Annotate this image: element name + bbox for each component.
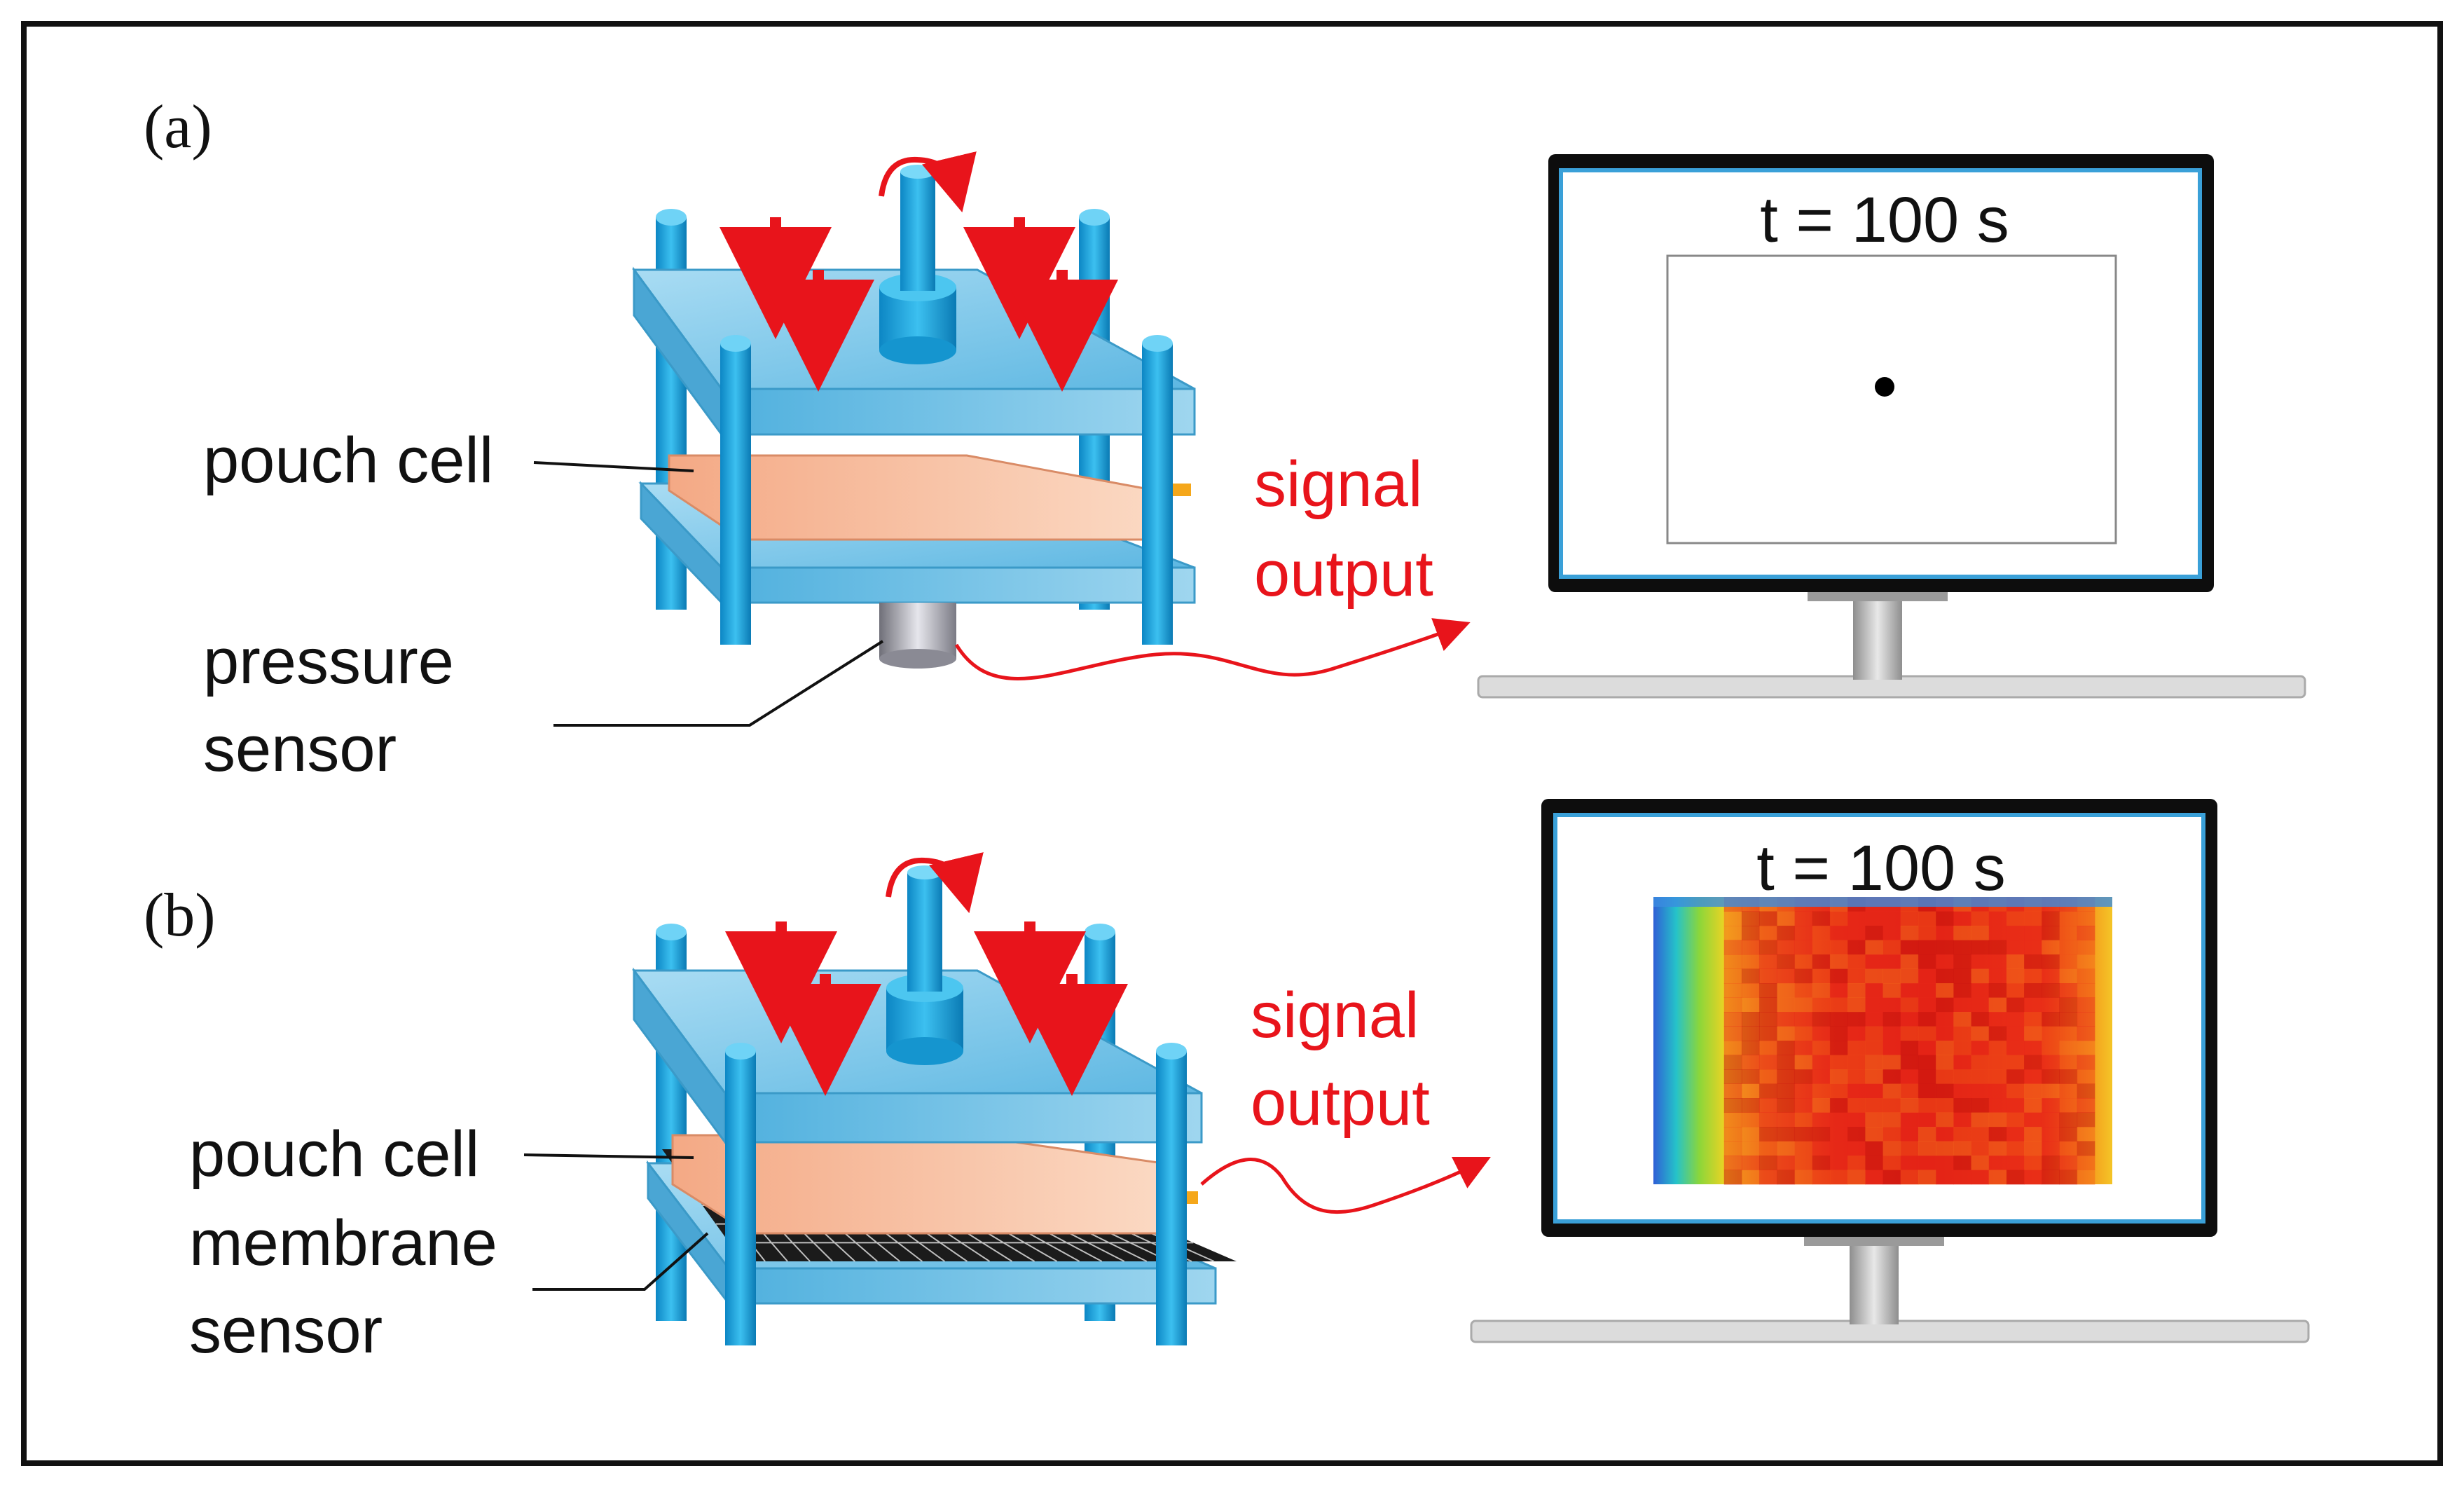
panel-a: (a) (144, 93, 2306, 785)
screw-shaft-top (900, 165, 935, 179)
sensor-label-b-line1: membrane (189, 1207, 497, 1279)
pressure-heatmap (1653, 897, 2112, 1185)
panel-a-label: (a) (144, 93, 212, 161)
pressure-sensor-bottom (879, 649, 956, 669)
screen-time-a: t = 100 s (1760, 184, 2009, 256)
figure-border (21, 21, 2443, 1466)
screw-shaft-top (907, 865, 942, 879)
leader-line (532, 1232, 709, 1291)
signal-wire-a (954, 618, 1471, 680)
signal-label-a-line1: signal (1254, 448, 1422, 520)
post-cap (656, 924, 687, 940)
monitor-a: t = 100 s (1477, 154, 2306, 699)
leader-line (553, 640, 884, 727)
screw-shaft (900, 172, 935, 291)
monitor-b: t = 100 s (1470, 799, 2310, 1343)
post (1142, 343, 1173, 645)
post-cap (725, 1043, 756, 1060)
post (1156, 1051, 1187, 1345)
screw-collar-bottom (886, 1037, 963, 1065)
pouch-cell-label-b: pouch cell (189, 1118, 479, 1190)
post-cap (656, 209, 687, 226)
post (725, 1051, 756, 1345)
post-cap (1079, 209, 1110, 226)
force-arrows (720, 217, 1118, 392)
signal-label-b-line1: signal (1251, 980, 1419, 1051)
force-arrows (725, 921, 1128, 1096)
panel-b: (b) (144, 799, 2310, 1366)
leader-line (523, 1153, 694, 1159)
bottom-plate-front (727, 1267, 1217, 1305)
sensor-label-a-line2: sensor (203, 713, 397, 785)
post-cap (1156, 1043, 1187, 1060)
panel-b-label: (b) (144, 882, 216, 950)
post (720, 343, 751, 645)
sensor-plot-area-a (1666, 254, 2117, 544)
screen-time-b: t = 100 s (1756, 832, 2005, 904)
bottom-plate-front (720, 566, 1196, 604)
rotate-arrow-icon (879, 151, 977, 213)
pouch-cell-label-a: pouch cell (203, 425, 493, 496)
post-cap (1085, 924, 1115, 940)
press-apparatus-b (632, 852, 1237, 1345)
press-apparatus-a (632, 151, 1196, 669)
signal-label-b-line2: output (1251, 1067, 1430, 1139)
leader-line (533, 461, 694, 472)
sensor-label-a-line1: pressure (203, 626, 454, 697)
screw-collar-bottom (879, 336, 956, 364)
signal-label-a-line2: output (1254, 538, 1433, 610)
point-reading-marker (1875, 377, 1894, 397)
rotate-arrow-icon (886, 852, 984, 914)
post-cap (720, 335, 751, 352)
post-cap (1142, 335, 1173, 352)
sensor-label-b-line2: sensor (189, 1295, 383, 1366)
monitor-stand-neck (1850, 1240, 1899, 1324)
top-plate-front (720, 388, 1196, 436)
signal-wire-b (1200, 1157, 1491, 1214)
screw-shaft (907, 872, 942, 992)
monitor-stand-neck (1853, 596, 1902, 680)
top-plate-front (724, 1092, 1203, 1144)
